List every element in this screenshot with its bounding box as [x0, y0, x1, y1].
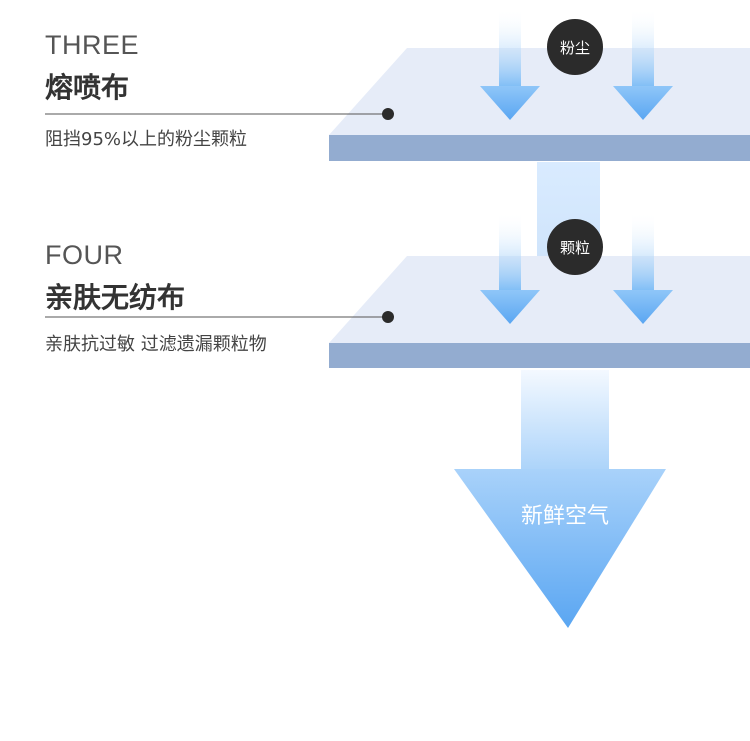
layer-four-cn-title: 亲肤无纺布: [45, 281, 186, 314]
layer-sheet-four: [329, 256, 750, 368]
layer-three-description: 阻挡95%以上的粉尘颗粒: [45, 129, 248, 150]
layer-four-description: 亲肤抗过敏 过滤遗漏颗粒物: [45, 334, 267, 355]
output-arrow: [454, 370, 666, 628]
dust-arrow-left: [480, 8, 540, 120]
dust-arrow-right: [613, 8, 673, 120]
particle-arrow-left: [480, 212, 540, 324]
leader-dot-four: [382, 311, 394, 323]
particle-arrow-right: [613, 212, 673, 324]
particle-badge: 颗粒: [547, 219, 603, 275]
fresh-air-label: 新鲜空气: [520, 504, 609, 529]
layer-sheet-three: [329, 48, 750, 161]
layer-three-cn-title: 熔喷布: [45, 71, 130, 104]
dust-badge: 粉尘: [547, 19, 603, 75]
layer-four-en-title: FOUR: [45, 240, 124, 270]
leader-dot-three: [382, 108, 394, 120]
layer-three-en-title: THREE: [45, 30, 140, 60]
